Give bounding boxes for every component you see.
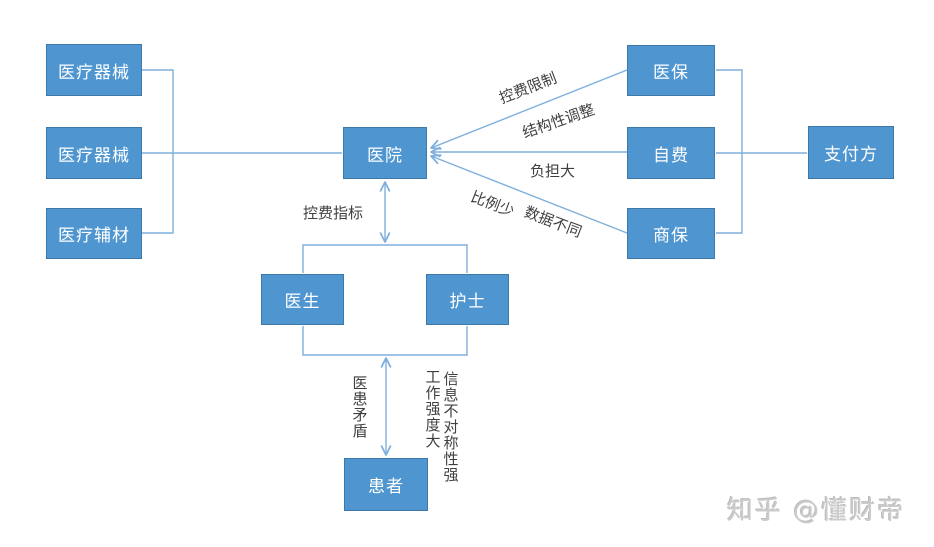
node-hospital: 医院: [343, 127, 427, 179]
edge-insurance-bracket: [716, 69, 743, 234]
node-doctor: 医生: [261, 274, 344, 325]
node-medical-device-1: 医疗器械: [46, 44, 142, 96]
node-payer: 支付方: [808, 126, 894, 179]
node-patient: 患者: [344, 458, 428, 511]
node-self-pay: 自费: [627, 127, 715, 179]
label-high-work-intensity: 工作强度大: [423, 369, 442, 449]
edge-staff-bottom-bracket: [302, 326, 468, 356]
label-heavy-burden: 负担大: [530, 162, 576, 180]
node-medical-insurance: 医保: [627, 45, 715, 96]
node-medical-materials: 医疗辅材: [46, 208, 142, 259]
edge-staff-top-bracket: [302, 244, 468, 273]
arrow-commercial-hospital: [430, 154, 628, 234]
label-doctor-patient-conflict: 医患矛盾: [350, 375, 369, 439]
label-info-asymmetry: 信息不对称性强: [441, 371, 460, 483]
label-cost-control-index: 控费指标: [303, 204, 364, 222]
edge-devices-bracket: [142, 69, 174, 234]
arrow-medical-insurance-hospital: [430, 69, 628, 150]
node-commercial-insurance: 商保: [627, 208, 715, 259]
node-medical-device-2: 医疗器械: [46, 127, 142, 179]
zhihu-watermark: 知乎 @懂财帝: [727, 496, 906, 526]
node-nurse: 护士: [426, 274, 509, 325]
